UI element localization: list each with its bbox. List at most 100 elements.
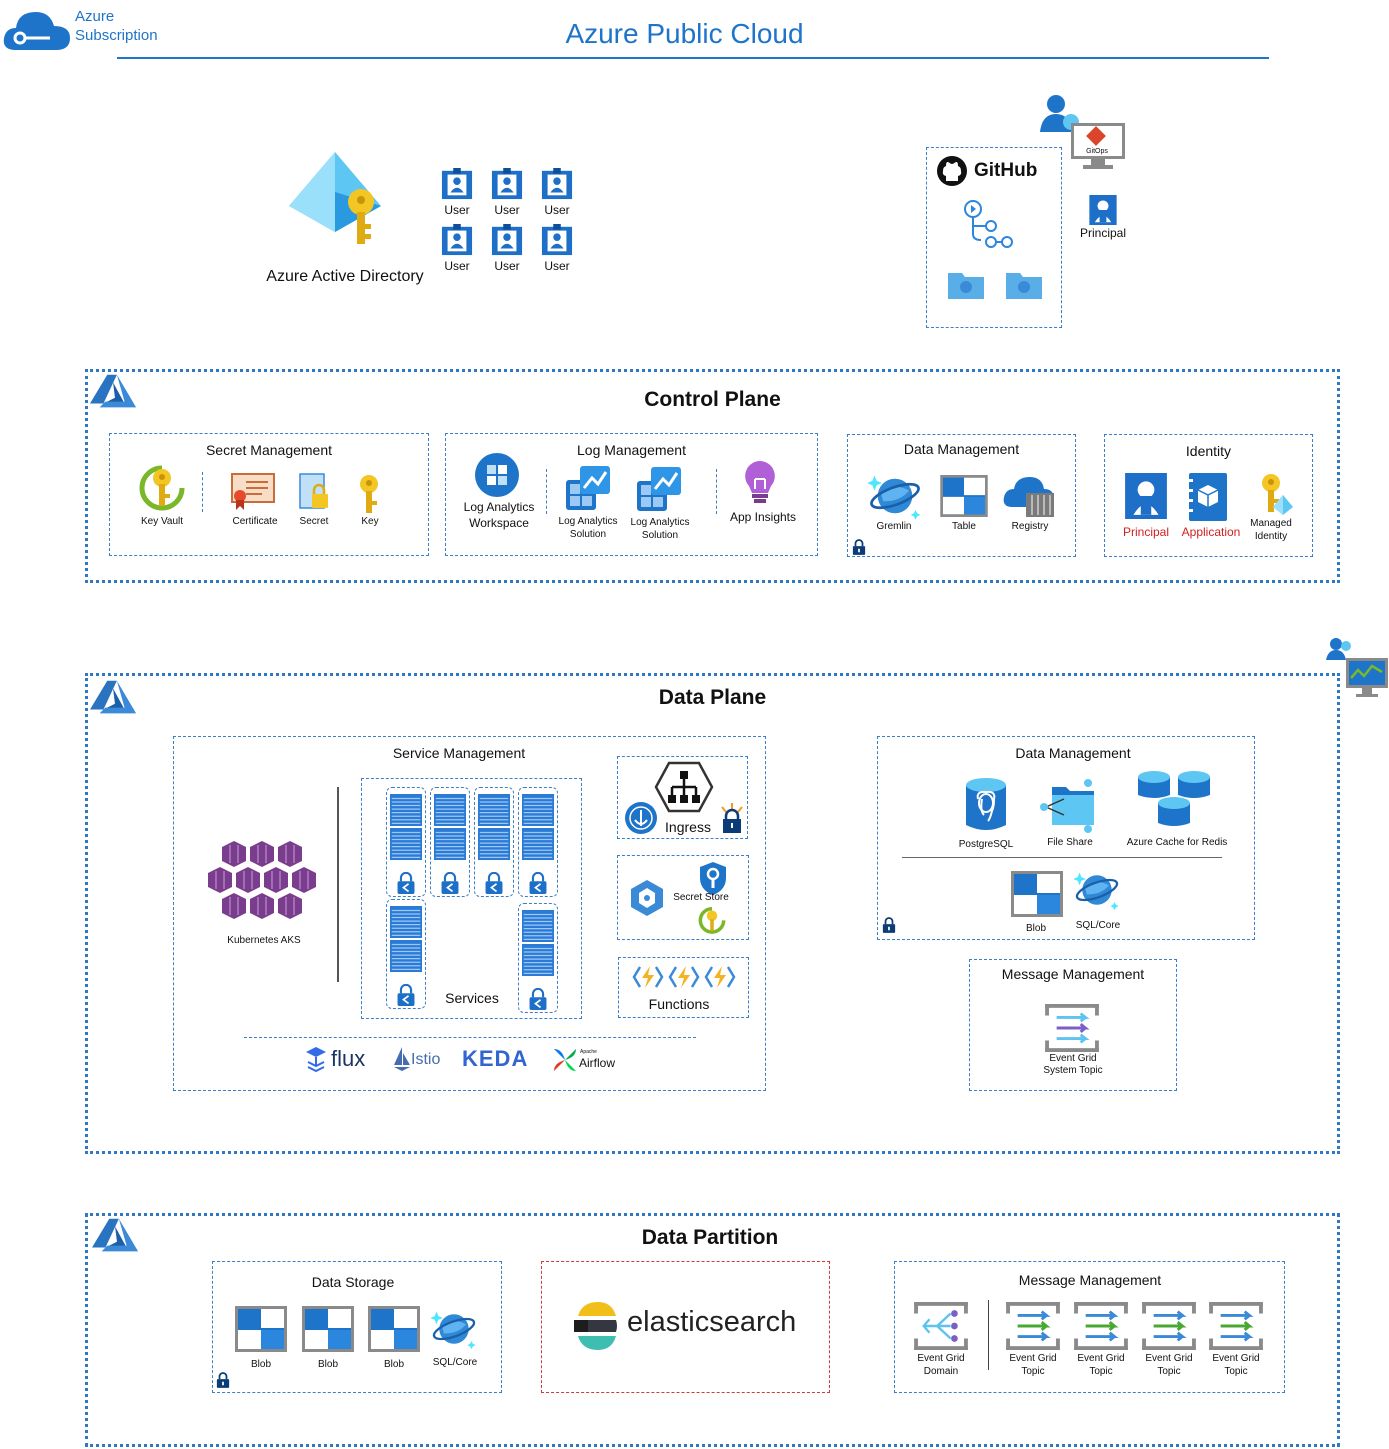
certificate-label: Certificate	[232, 516, 278, 527]
log-management-box: Log Management Log Analytics Workspace L…	[445, 433, 818, 556]
istio-label: Istio	[411, 1051, 441, 1068]
event-grid-topic-icon	[1141, 1302, 1197, 1350]
functions-label: Functions	[648, 996, 710, 1012]
function-icon	[668, 966, 700, 988]
service-stack-icon	[434, 828, 466, 860]
user-label: User	[494, 203, 520, 217]
user-label: User	[544, 259, 570, 273]
cp-data-management-title: Data Management	[903, 441, 1020, 457]
event-grid-domain-line1: Event Grid	[917, 1353, 965, 1364]
identity-box: Identity Principal Application Managed I…	[1104, 434, 1313, 557]
elasticsearch-box: elasticsearch	[541, 1261, 830, 1393]
repository-folder-icon	[948, 273, 984, 299]
lock-icon	[216, 1372, 230, 1388]
function-icon	[632, 966, 664, 988]
lock-icon	[852, 539, 866, 555]
event-grid-topic-line1: Event Grid	[1077, 1353, 1125, 1364]
event-grid-topic-line2: Topic	[1157, 1366, 1181, 1377]
event-grid-topic-line2: Topic	[1089, 1366, 1113, 1377]
secret-store-label: Secret Store	[673, 892, 729, 903]
user-icon	[441, 224, 473, 256]
data-plane-title: Data Plane	[658, 686, 767, 709]
data-storage-title: Data Storage	[311, 1274, 395, 1290]
log-analytics-workspace-icon	[475, 453, 519, 497]
data-partition-title: Data Partition	[641, 1226, 779, 1249]
key-vault-icon	[698, 907, 726, 934]
azure-cache-redis-label: Azure Cache for Redis	[1126, 837, 1228, 848]
event-grid-system-topic-icon	[1044, 1004, 1100, 1052]
ssl-lock-icon	[721, 803, 743, 833]
event-grid-topic-line1: Event Grid	[1212, 1353, 1260, 1364]
service-stack-icon	[522, 944, 554, 976]
blob-label: Blob	[250, 1359, 271, 1370]
secret-store-csi-icon	[631, 880, 663, 916]
application-icon	[1187, 473, 1227, 521]
ingress-load-balancer-icon	[654, 761, 714, 813]
services-box: Services	[361, 778, 582, 1019]
blob-icon	[1010, 871, 1064, 917]
lock-icon	[882, 917, 896, 933]
airflow-icon	[554, 1049, 576, 1071]
private-share-icon	[396, 872, 416, 894]
sql-core-cosmos-icon	[431, 1306, 477, 1352]
user-icon	[541, 224, 573, 256]
identity-principal-label: Principal	[1122, 525, 1170, 539]
principal-icon	[1125, 473, 1167, 519]
workflow-icon	[964, 200, 1013, 248]
blob-icon	[368, 1306, 420, 1352]
flux-icon	[306, 1047, 326, 1073]
secret-icon	[299, 473, 328, 509]
secret-management-box: Secret Management Key Vault Certificate …	[109, 433, 429, 556]
azure-active-directory-icon	[289, 152, 381, 244]
dpart-message-management-title: Message Management	[1018, 1272, 1162, 1288]
services-label: Services	[445, 990, 499, 1006]
dp-data-management-title: Data Management	[1015, 745, 1131, 761]
users-monitor-icon	[1326, 638, 1388, 697]
separator	[337, 787, 341, 982]
separator	[202, 472, 203, 512]
subscription-label-line2: Subscription	[75, 27, 158, 44]
service-management-box: Service Management Kubernetes A	[173, 736, 766, 1091]
data-storage-box: Data Storage Blob Blob Blob SQL/Core	[212, 1261, 502, 1393]
separator	[902, 857, 1222, 858]
table-label: Table	[952, 521, 976, 532]
service-stack-icon	[390, 794, 422, 826]
function-icon	[704, 966, 736, 988]
user-icon	[491, 168, 523, 200]
event-grid-topic-icon	[1005, 1302, 1061, 1350]
private-share-icon	[528, 872, 548, 894]
postgresql-label: PostgreSQL	[958, 839, 1014, 850]
istio-gateway-icon	[625, 802, 657, 834]
sql-core-label: SQL/Core	[432, 1357, 478, 1368]
kubernetes-aks-icon	[208, 841, 316, 919]
event-grid-domain-line2: Domain	[923, 1366, 959, 1377]
private-share-icon	[484, 872, 504, 894]
key-icon	[360, 475, 378, 513]
admin-user-icon	[1040, 95, 1079, 132]
solution-label-line2: Solution	[641, 530, 679, 541]
airflow-small-label: Apache	[580, 1049, 597, 1055]
data-plane-box: Data Plane	[85, 673, 1340, 1154]
airflow-label: Airflow	[579, 1056, 616, 1070]
system-topic-label-line2: System Topic	[1043, 1065, 1103, 1076]
dpart-message-management-box: Message Management Event Grid Domain Eve…	[894, 1261, 1285, 1393]
subscription-label-line1: Azure	[75, 8, 115, 25]
separator	[546, 469, 547, 514]
subscription-header: Azure Subscription	[0, 4, 180, 56]
secret-store-box: Secret Store	[617, 855, 749, 940]
blob-label: Blob	[383, 1359, 404, 1370]
user-icon	[491, 224, 523, 256]
event-grid-domain-icon	[914, 1302, 968, 1350]
principal-icon	[1089, 195, 1117, 225]
log-analytics-solution-icon	[566, 466, 610, 510]
gitops-principal-label: Principal	[1079, 226, 1127, 240]
user-icon	[441, 168, 473, 200]
sql-core-label: SQL/Core	[1075, 920, 1121, 931]
aad-users: User User User User User User	[436, 168, 586, 278]
cp-data-management-box: Data Management Gremlin Table Registry	[847, 434, 1076, 557]
user-label: User	[544, 203, 570, 217]
service-stack-icon	[390, 828, 422, 860]
ingress-label: Ingress	[665, 819, 711, 835]
service-stack-icon	[522, 910, 554, 942]
service-stack-icon	[478, 828, 510, 860]
